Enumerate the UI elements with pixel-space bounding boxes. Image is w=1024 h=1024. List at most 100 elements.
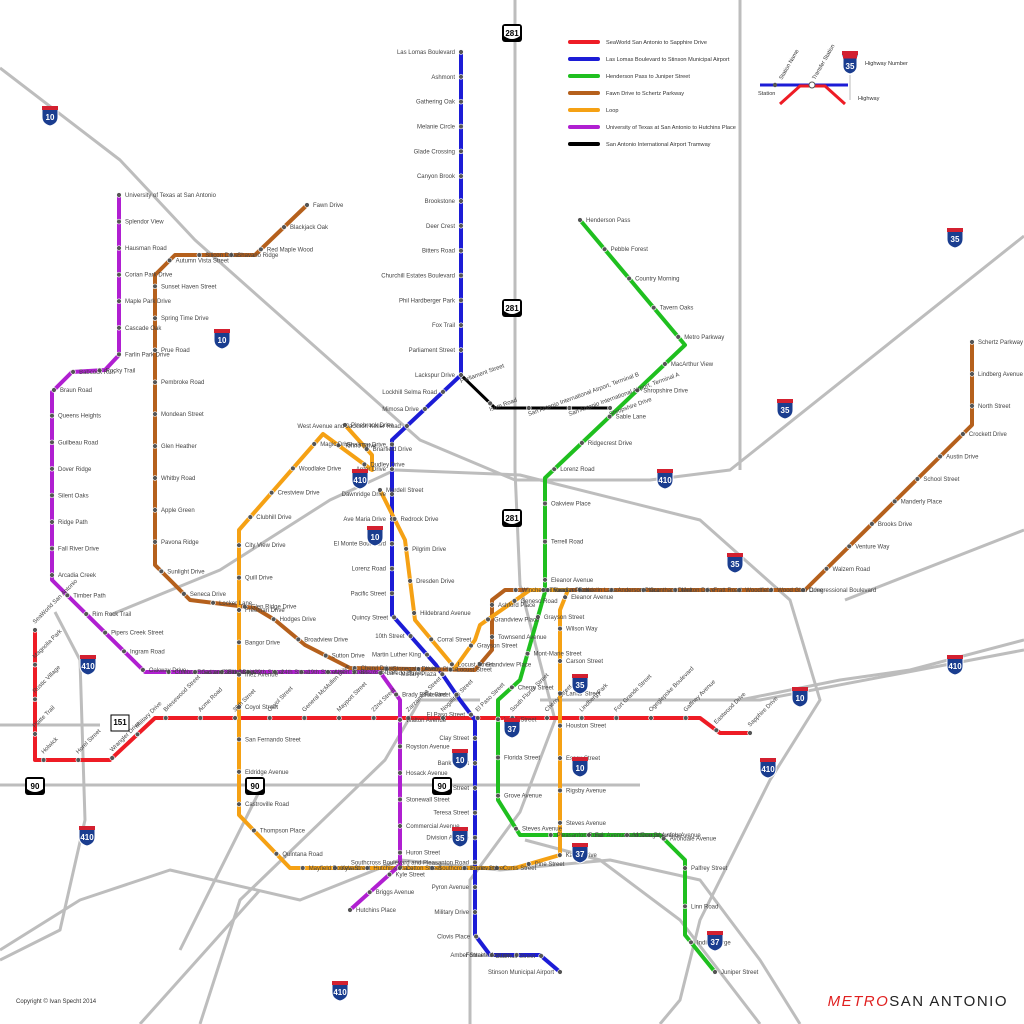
blue-station-marker[interactable] (472, 834, 478, 841)
green-station-marker[interactable] (634, 387, 640, 393)
blue-station-marker[interactable] (391, 614, 397, 621)
blue-station-marker[interactable] (458, 248, 464, 254)
orange-station-marker[interactable] (468, 642, 474, 649)
orange-station-marker[interactable] (236, 736, 242, 743)
green-station-marker[interactable] (509, 684, 515, 690)
brown-station-marker[interactable] (960, 431, 966, 437)
orange-station-marker[interactable] (377, 487, 383, 493)
orange-station-marker[interactable] (494, 865, 500, 871)
blue-station-marker[interactable] (458, 347, 464, 353)
orange-station-marker[interactable] (236, 671, 242, 678)
purple-station-marker[interactable] (121, 648, 127, 654)
orange-station-marker[interactable] (557, 625, 563, 632)
green-station-marker[interactable] (682, 865, 688, 871)
orange-station-marker[interactable] (311, 441, 317, 447)
orange-station-marker[interactable] (335, 442, 342, 448)
green-station-marker[interactable] (551, 466, 557, 472)
red-station-marker[interactable] (648, 715, 654, 721)
purple-station-marker[interactable] (347, 907, 353, 913)
orange-station-marker[interactable] (251, 827, 257, 834)
red-station-marker[interactable] (40, 757, 47, 763)
purple-station-marker[interactable] (102, 629, 108, 636)
red-station-marker[interactable] (32, 696, 38, 702)
blue-station-marker[interactable] (458, 173, 464, 179)
orange-station-marker[interactable] (300, 865, 306, 871)
purple-station-marker[interactable] (116, 272, 122, 278)
green-station-marker[interactable] (682, 903, 688, 909)
black-station-marker[interactable] (526, 405, 532, 411)
blue-station-marker[interactable] (472, 735, 478, 741)
green-station-marker[interactable] (660, 835, 667, 842)
red-station-marker[interactable] (544, 715, 550, 721)
blue-station-marker[interactable] (389, 590, 395, 597)
red-station-marker[interactable] (336, 715, 342, 721)
orange-station-marker[interactable] (236, 542, 242, 548)
purple-station-marker[interactable] (245, 669, 252, 675)
red-station-marker[interactable] (32, 731, 38, 737)
purple-station-marker[interactable] (96, 367, 103, 373)
brown-station-marker[interactable] (512, 587, 519, 593)
blue-station-marker[interactable] (407, 633, 414, 639)
blue-station-marker[interactable] (458, 123, 464, 130)
blue-station-marker[interactable] (468, 711, 474, 718)
green-station-marker[interactable] (662, 361, 668, 367)
brown-station-marker[interactable] (489, 634, 495, 640)
orange-station-marker[interactable] (332, 865, 338, 871)
blue-station-marker[interactable] (473, 933, 479, 940)
orange-station-marker[interactable] (525, 861, 532, 867)
purple-station-marker[interactable] (367, 889, 373, 895)
red-station-marker[interactable] (682, 715, 689, 721)
red-station-marker[interactable] (578, 715, 585, 721)
blue-station-marker[interactable] (439, 671, 445, 677)
purple-station-marker[interactable] (64, 592, 71, 598)
brown-station-marker[interactable] (736, 587, 742, 593)
green-station-marker[interactable] (524, 650, 531, 657)
brown-station-marker[interactable] (447, 666, 454, 673)
orange-station-marker[interactable] (268, 490, 275, 496)
red-station-marker[interactable] (371, 715, 377, 721)
orange-station-marker[interactable] (236, 639, 242, 645)
green-station-marker[interactable] (495, 792, 501, 799)
green-station-marker[interactable] (495, 716, 501, 722)
brown-station-marker[interactable] (152, 283, 158, 289)
brown-station-marker[interactable] (768, 587, 774, 593)
blue-station-marker[interactable] (489, 952, 495, 958)
orange-station-marker[interactable] (361, 461, 368, 468)
orange-station-marker[interactable] (461, 865, 468, 871)
blue-station-marker[interactable] (424, 651, 430, 658)
purple-station-marker[interactable] (397, 717, 403, 723)
orange-station-marker[interactable] (411, 610, 417, 616)
orange-station-marker[interactable] (247, 514, 254, 520)
purple-station-marker[interactable] (49, 519, 55, 525)
blue-station-marker[interactable] (557, 969, 563, 975)
green-station-marker[interactable] (513, 825, 519, 832)
red-station-marker[interactable] (75, 757, 82, 763)
purple-station-marker[interactable] (397, 770, 403, 776)
purple-station-marker[interactable] (116, 218, 122, 225)
brown-station-marker[interactable] (152, 475, 158, 481)
green-station-marker[interactable] (586, 832, 592, 838)
brown-station-marker[interactable] (823, 566, 830, 572)
blue-station-marker[interactable] (422, 406, 428, 412)
orange-station-marker[interactable] (511, 598, 518, 604)
purple-station-marker[interactable] (325, 669, 331, 675)
orange-station-marker[interactable] (236, 801, 242, 807)
blue-station-marker[interactable] (458, 272, 464, 279)
brown-station-marker[interactable] (152, 379, 158, 385)
green-station-marker[interactable] (542, 500, 548, 507)
orange-station-marker[interactable] (557, 755, 563, 761)
red-station-marker[interactable] (267, 715, 273, 721)
blue-station-marker[interactable] (458, 322, 464, 328)
brown-station-marker[interactable] (242, 603, 248, 610)
purple-station-marker[interactable] (377, 670, 384, 676)
purple-station-marker[interactable] (49, 492, 55, 499)
blue-station-marker[interactable] (458, 74, 464, 80)
brown-station-marker[interactable] (228, 252, 235, 258)
blue-station-marker[interactable] (389, 540, 395, 547)
orange-station-marker[interactable] (562, 594, 568, 600)
purple-station-marker[interactable] (165, 669, 172, 675)
green-station-marker[interactable] (495, 754, 501, 761)
green-station-marker[interactable] (688, 939, 694, 945)
green-station-marker[interactable] (579, 440, 585, 446)
black-station-marker[interactable] (487, 400, 493, 406)
